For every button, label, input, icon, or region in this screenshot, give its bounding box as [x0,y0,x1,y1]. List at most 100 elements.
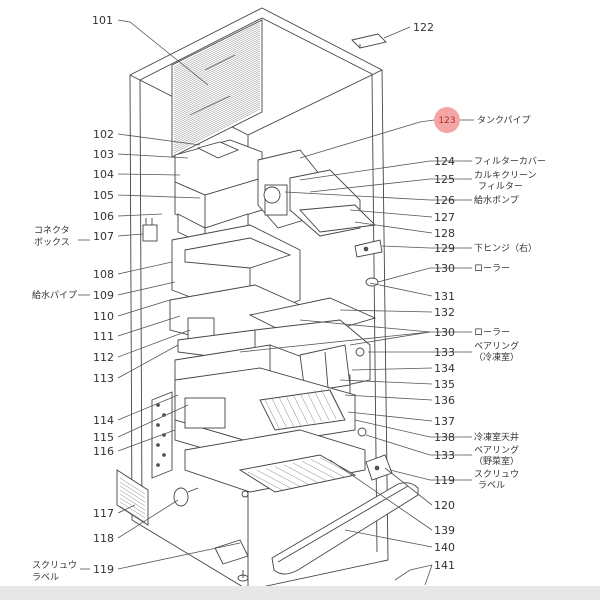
label-lower-hinge: 下ヒンジ（右） [474,242,537,254]
callout-128: 128 [434,227,455,240]
back-panel-hatch-line [173,94,261,140]
callout-134: 134 [434,362,455,375]
back-panel-hatch-line [173,30,261,76]
callout-108: 108 [93,268,114,281]
caster-part [173,487,199,507]
back-panel-hatch-line [173,70,261,116]
back-panel-hatch-line [173,60,261,106]
tray-grid-line [310,459,346,478]
callout-114: 114 [93,414,114,427]
label-bearing-vegetable-2: （野菜室） [474,455,519,467]
back-panel-hatch-line [173,54,261,100]
callout-122: 122 [413,21,434,34]
tray-grid-line [265,468,301,487]
back-panel-hatch-line [173,92,261,138]
callout-139: 139 [434,524,455,537]
callout-102: 102 [93,128,114,141]
callout-141: 141 [434,559,455,572]
back-panel-hatch-line [173,46,261,92]
back-panel-hatch-line [173,50,261,96]
back-panel-hatch-line [173,48,261,94]
back-panel-hatch-line [173,76,261,122]
back-panel-hatch-line [173,86,261,132]
back-panel-hatch-line [173,28,261,74]
leveling-foot-part [214,454,393,582]
callout-118: 118 [93,532,114,545]
label-roller-upper: ローラー [474,263,510,274]
label-connector-box-1: コネクタ [34,225,70,236]
back-panel-hatch-line [173,32,261,78]
callout-110: 110 [93,310,114,323]
page-bottom-strip [0,586,600,600]
callout-138: 138 [434,431,455,444]
label-chlorine-filter-1: カルキクリーン [474,170,537,181]
callout-130-lower: 130 [434,326,455,339]
label-screw-label-right-1: スクリュウ [474,469,519,480]
label-screw-label-left-1: スクリュウ [32,560,77,571]
shelf-grid-line [327,387,344,418]
callout-117: 117 [93,507,114,520]
label-bearing-vegetable-1: ベアリング [474,444,519,456]
label-water-pipe: 給水パイプ [32,289,77,301]
label-roller-lower: ローラー [474,327,510,338]
left-callouts: 101 102 103 104 105 106 コネクタ ボックス 107 10… [32,14,114,583]
right-callouts: 122 タンクパイプ 124 フィルターカバー 125 カルキクリーン フィルタ… [413,21,546,572]
back-panel-hatch-line [173,90,261,136]
back-panel-hatch-line [173,42,261,88]
back-panel-hatch-line [173,26,261,72]
callout-131: 131 [434,290,455,303]
back-panel-hatch-line [173,34,261,80]
callout-115: 115 [93,431,114,444]
callout-133-vegetable: 133 [434,449,455,462]
connector-box-part [142,218,158,242]
back-panel-hatch-line [173,108,261,154]
side-panel-hole [156,423,160,427]
callout-103: 103 [93,148,114,161]
back-panel-hatch-line [173,52,261,98]
callout-137: 137 [434,415,455,428]
back-panel-hatch-line [173,56,261,102]
callout-132: 132 [434,306,455,319]
pump-filter-part [257,149,376,237]
callout-126: 126 [434,194,455,207]
shelf-grid-line [264,399,281,431]
tray-grid-line [274,466,310,485]
leader-lines [117,19,460,586]
side-panel-hole [162,453,166,457]
label-bearing-freezer-1: ベアリング [474,340,519,352]
back-panel-hatch-line [173,58,261,104]
back-panel-hatch-line [173,72,261,118]
shelf-grid-line [285,395,302,426]
callout-136: 136 [434,394,455,407]
shelf-grid-line [278,397,295,428]
back-panel-hatch-line [173,82,261,128]
roller-part [365,277,379,287]
callout-133-freezer: 133 [434,346,455,359]
shelf-grid-line [306,391,323,422]
side-vent-line [119,501,146,519]
top-cover-part [351,33,387,49]
back-panel [171,19,263,158]
tray-grid-line [256,469,292,489]
back-panel-hatch-line [173,80,261,126]
side-panel-hole [156,463,160,467]
label-tank-pipe: タンクパイプ [477,115,531,126]
highlight-marker-123[interactable]: 123 [434,107,474,133]
side-vent-line [119,485,146,503]
label-freezer-ceiling: 冷凍室天井 [474,431,519,443]
shelf-grid-line [271,398,288,429]
shelf-grid-line [299,392,316,424]
label-water-pump: 給水ポンプ [474,194,519,206]
callout-113: 113 [93,372,114,385]
label-bearing-freezer-2: （冷凍室） [474,351,519,363]
label-screw-label-right-2: ラベル [478,480,505,491]
base-cover-part [271,482,419,575]
shelf-grid-line [313,390,330,421]
callout-125: 125 [434,173,455,186]
label-chlorine-filter-2: フィルター [478,181,523,192]
callout-129: 129 [434,242,455,255]
vegetable-drawer-part [184,427,367,498]
back-panel-hatch-line [173,96,261,142]
callout-106: 106 [93,210,114,223]
side-vent-line [119,493,146,511]
